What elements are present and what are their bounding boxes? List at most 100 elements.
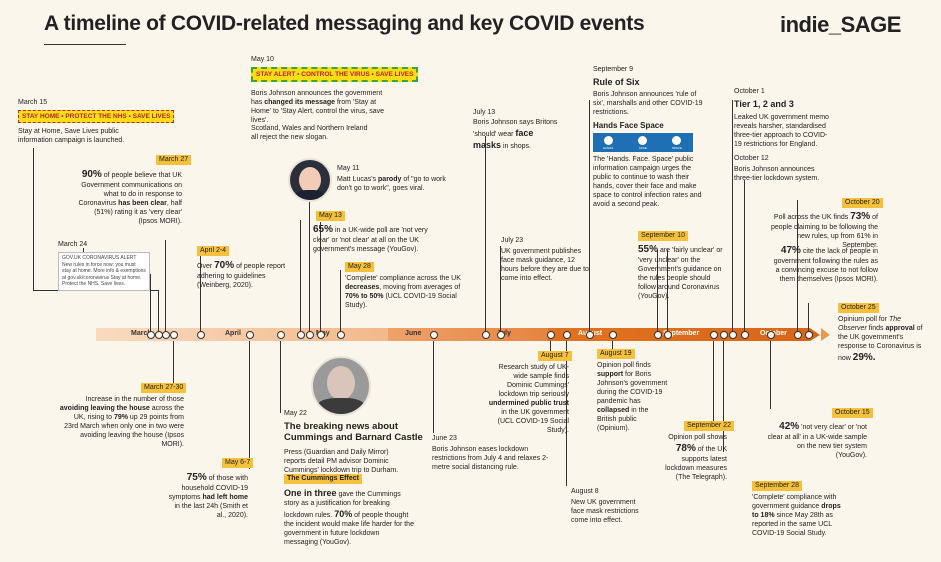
connector [173, 341, 174, 383]
connector [500, 246, 501, 333]
event-text: Over 70% of people report adhering to gu… [197, 260, 286, 289]
connector [667, 250, 668, 333]
event-date: May 6-7 [222, 458, 254, 468]
timeline-dot [654, 331, 662, 339]
space-icon [672, 136, 681, 145]
event-headline: The breaking news about Cummings and Bar… [284, 421, 423, 444]
connector [589, 100, 590, 333]
event-text: Poll across the UK finds 73% of people c… [770, 211, 878, 249]
event-heading: Tier 1, 2 and 3 [734, 99, 794, 109]
event-text: 75% of those with household COVID-19 sym… [168, 472, 248, 519]
event-date: May 28 [345, 262, 374, 272]
timeline-dot [741, 331, 749, 339]
connector [770, 341, 771, 409]
connector [723, 341, 724, 452]
face-icon [638, 136, 647, 145]
timeline-dot [277, 331, 285, 339]
connector [150, 274, 151, 333]
connector [200, 252, 201, 333]
connector [732, 100, 733, 333]
event-text: 47% cite the lack of people in governmen… [773, 245, 878, 283]
event-text: 42% 'not very clear' or 'not clear at al… [767, 421, 867, 459]
event-text: Scotland, Wales and Northern Ireland all… [251, 125, 368, 141]
timeline-dot [197, 331, 205, 339]
event-date: October 25 [838, 303, 879, 313]
connector [280, 341, 281, 413]
event-text: 'Complete' compliance across the UK decr… [345, 275, 461, 309]
timeline-dot [547, 331, 555, 339]
event-date: May 22 [284, 410, 307, 417]
event-text: Boris Johnson eases lockdown restriction… [432, 446, 549, 471]
timeline-dot [729, 331, 737, 339]
connector [485, 136, 486, 333]
connector [309, 192, 310, 333]
event-text: Boris Johnson says Britons 'should' wear… [473, 119, 558, 150]
connector [320, 222, 321, 333]
timeline-dot [767, 331, 775, 339]
connector [158, 290, 159, 333]
connector [33, 148, 34, 290]
event-text: Matt Lucas's parody of "go to work don't… [337, 176, 446, 192]
timeline-dot [482, 331, 490, 339]
connector [249, 341, 250, 469]
event-text: Boris Johnson announces 'rule of six', m… [593, 91, 703, 116]
connector [808, 303, 809, 333]
event-date: March 24 [58, 241, 88, 248]
event-text: Increase in the number of those avoiding… [59, 396, 184, 448]
timeline-dot [147, 331, 155, 339]
event-text: UK government publishes face mask guidan… [501, 248, 589, 282]
page-title: A timeline of COVID-related messaging an… [44, 12, 645, 35]
event-heading: Hands Face Space [593, 121, 664, 130]
event-date: September 22 [684, 421, 734, 431]
timeline-dot [306, 331, 314, 339]
connector [165, 240, 166, 333]
event-text: Press (Guardian and Daily Mirror) report… [284, 449, 399, 474]
event-date: March 27-30 [141, 383, 187, 393]
timeline-band-light [96, 328, 388, 341]
timeline-dot [563, 331, 571, 339]
event-date: July 23 [501, 237, 524, 244]
campaign-sticker: STAY HOME • PROTECT THE NHS • SAVE LIVES [18, 110, 175, 123]
month-label-september: September [663, 330, 700, 337]
event-text: One in three gave the Cummings story as … [284, 488, 414, 546]
cummings-effect-tag: The Cummings Effect [284, 474, 362, 484]
event-heading: Rule of Six [593, 77, 640, 87]
event-date: April 2-4 [197, 246, 230, 256]
campaign-sticker: STAY ALERT • CONTROL THE VIRUS • SAVE LI… [251, 67, 419, 82]
timeline-dot [246, 331, 254, 339]
event-text: New UK government face mask restrictions… [571, 499, 639, 524]
connector [340, 270, 341, 333]
event-text: Opinion poll shows 78% of the UK support… [665, 434, 727, 481]
timeline-dot [710, 331, 718, 339]
event-date: October 20 [842, 198, 883, 208]
connector [797, 200, 798, 333]
timeline-dot [337, 331, 345, 339]
event-text: Research study of UK-wide sample finds D… [488, 364, 569, 434]
timeline-dot [317, 331, 325, 339]
timeline-dot [297, 331, 305, 339]
event-text: Boris Johnson announces three-tier lockd… [734, 166, 820, 182]
event-text: Opinion poll finds support for Boris Joh… [597, 362, 668, 432]
month-label-june: June [405, 330, 422, 337]
event-date: September 9 [593, 66, 634, 73]
timeline-dot [497, 331, 505, 339]
event-text: Boris Johnson announces the government h… [251, 90, 385, 124]
event-text: 55% are 'fairly unclear' or 'very unclea… [638, 244, 723, 300]
event-date: March 27 [156, 155, 192, 165]
event-date: September 10 [638, 231, 688, 241]
event-date: August 19 [597, 349, 635, 359]
month-label-march: March [131, 330, 152, 337]
event-date: May 13 [316, 211, 345, 221]
month-label-april: April [225, 330, 241, 337]
connector [433, 341, 434, 433]
connector [550, 341, 551, 353]
timeline-band-mid [388, 328, 548, 341]
timeline-dot [162, 331, 170, 339]
connector [612, 341, 613, 355]
connector [713, 341, 714, 422]
connector [300, 220, 301, 333]
connector [657, 250, 658, 333]
timeline-arrow-icon [810, 328, 820, 341]
timeline-arrow-icon [821, 328, 830, 341]
event-text: 65% in a UK-wide poll are 'not very clea… [313, 224, 428, 253]
